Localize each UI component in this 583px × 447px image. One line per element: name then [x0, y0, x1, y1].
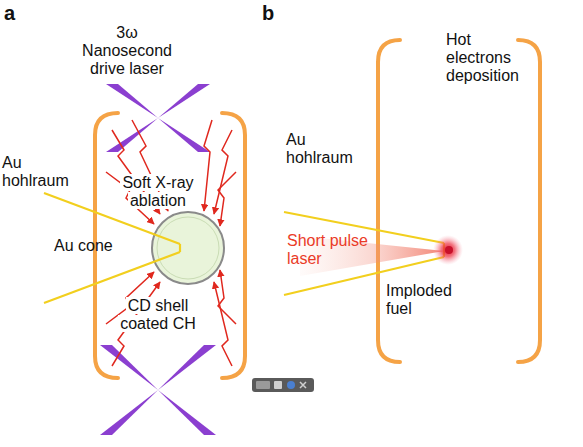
imploded-fuel-glow	[433, 235, 463, 265]
au-cone	[44, 193, 180, 303]
panel-letter: b	[262, 4, 282, 22]
fuel-label: Imploded fuel	[386, 282, 470, 318]
laser-label: Short pulse laser	[287, 232, 379, 268]
drive-laser-beams	[106, 84, 210, 152]
laser-label: Nanosecond drive laser	[72, 42, 182, 78]
ablation-label: Soft X-ray ablation	[112, 174, 204, 210]
capsule	[152, 212, 224, 284]
hohlraum-label: Au hohlraum	[2, 154, 82, 190]
x-ray-arrows	[106, 120, 236, 366]
panel-letter: a	[4, 4, 24, 22]
drive-laser-beams	[100, 345, 216, 435]
hohlraum-label: Au hohlraum	[286, 131, 366, 167]
laser-wavelength: 3ω	[72, 24, 182, 42]
toolbar-overlay	[252, 378, 314, 392]
imploded-fuel	[445, 246, 453, 254]
hohlraum-wall	[378, 40, 540, 362]
cone-label: Au cone	[54, 237, 124, 255]
hot-electrons-label: Hot electrons deposition	[446, 31, 532, 85]
capsule-shell	[157, 217, 219, 279]
shell-label: CD shell coated CH	[112, 297, 204, 333]
hohlraum-wall	[95, 113, 245, 378]
